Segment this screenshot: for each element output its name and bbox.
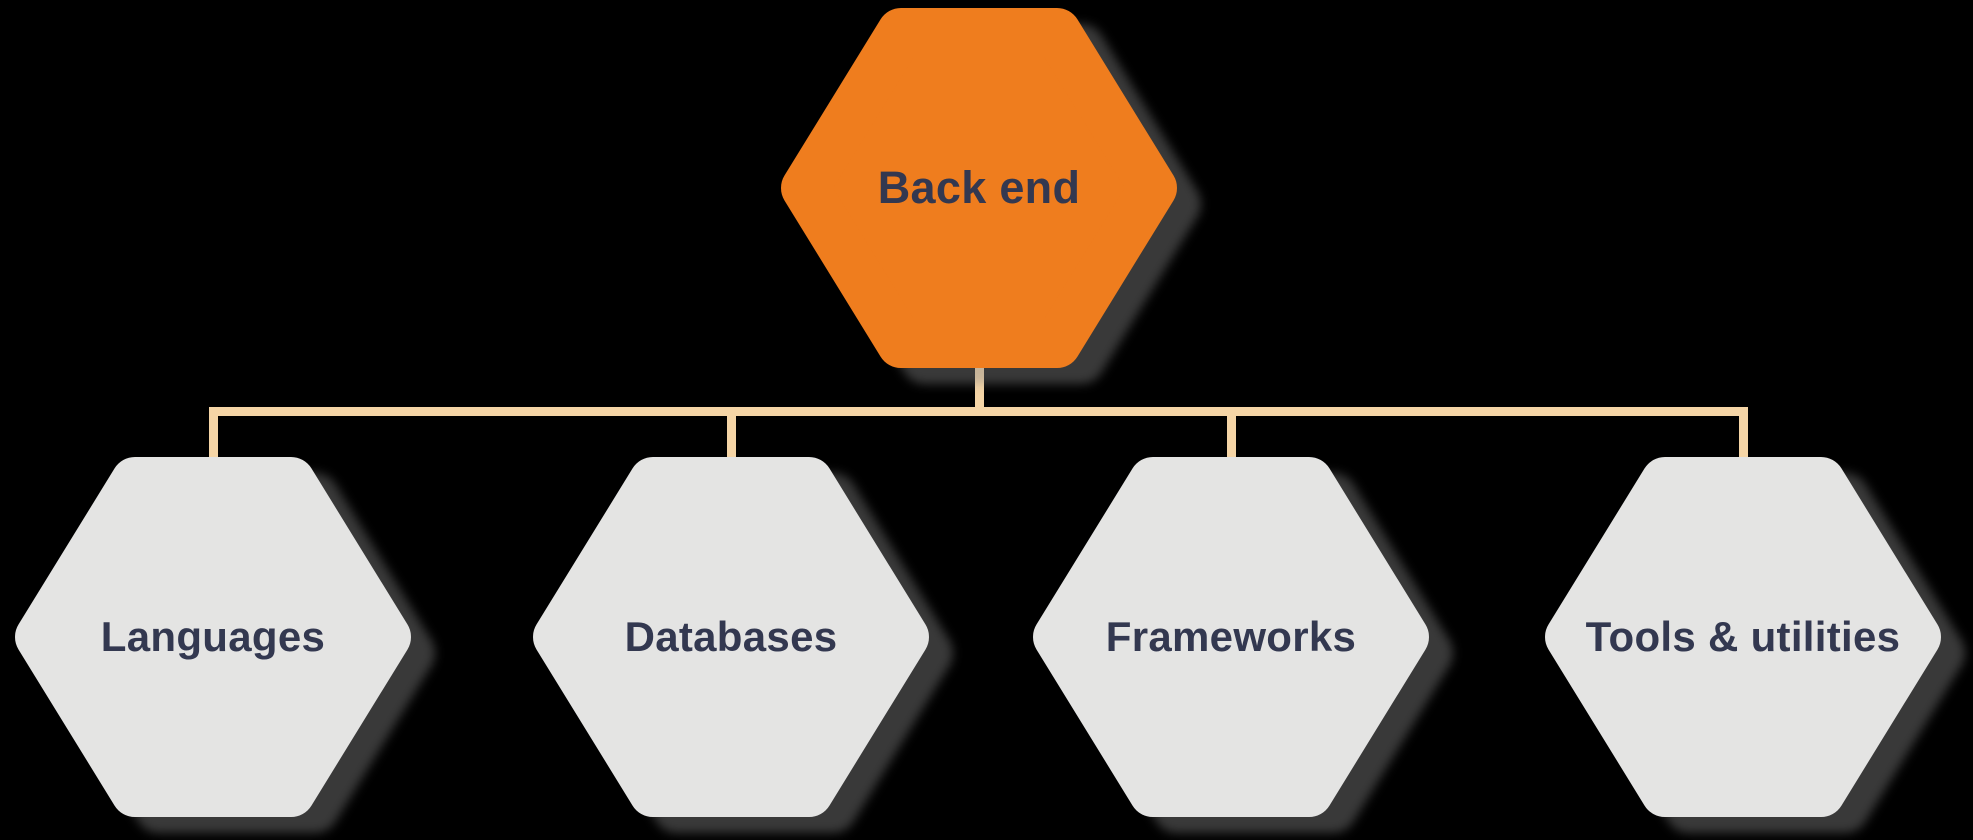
hexagon-shape — [1033, 457, 1429, 817]
node-label: Back end — [877, 162, 1081, 213]
hexagon-shape — [1545, 457, 1941, 817]
hexagon-shape — [15, 457, 411, 817]
connector-horizontal-bar — [209, 407, 1748, 416]
connector-stem-tools — [1739, 412, 1748, 464]
hexagon-shape — [533, 457, 929, 817]
node-tools-utilities: Tools & utilities — [1543, 457, 1943, 817]
node-label: Languages — [100, 613, 326, 660]
node-label: Databases — [624, 613, 838, 660]
node-frameworks: Frameworks — [1031, 457, 1431, 817]
node-label: Tools & utilities — [1585, 613, 1901, 660]
connector-stem-languages — [209, 412, 218, 464]
connector-stem-frameworks — [1227, 412, 1236, 464]
node-languages: Languages — [13, 457, 413, 817]
node-back-end: Back end — [779, 8, 1179, 368]
node-label: Frameworks — [1105, 613, 1357, 660]
node-databases: Databases — [531, 457, 931, 817]
connector-root-stem — [975, 360, 984, 412]
connector-stem-databases — [727, 412, 736, 464]
hexagon-shape — [781, 8, 1177, 368]
